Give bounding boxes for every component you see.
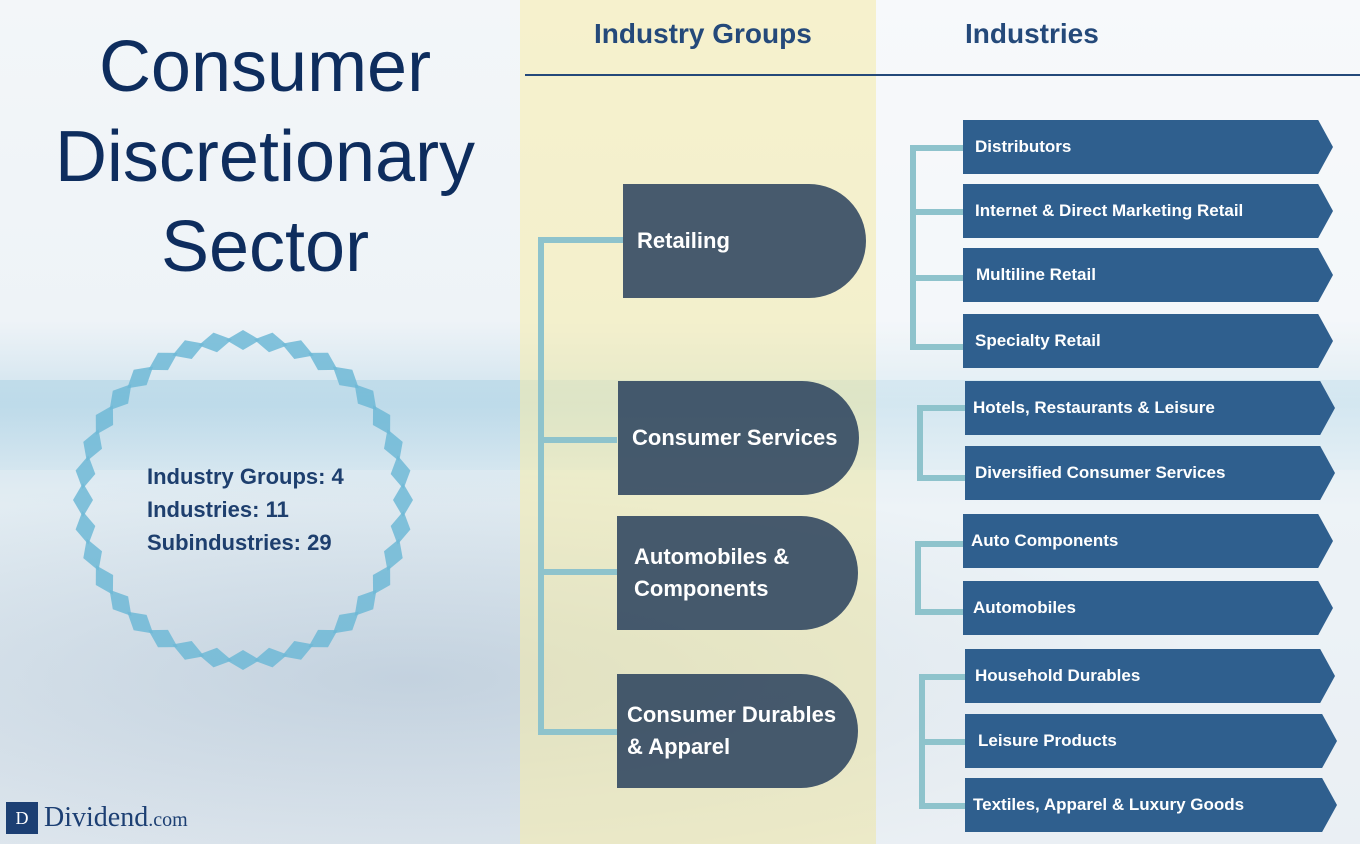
header-divider bbox=[525, 74, 1360, 76]
starburst-diamond bbox=[390, 511, 411, 545]
starburst-diamond bbox=[354, 589, 377, 616]
stat-subindustries: Subindustries: 29 bbox=[147, 530, 332, 555]
starburst-badge bbox=[73, 330, 413, 670]
sector-stats: Industry Groups: 4 Industries: 11 Subind… bbox=[147, 460, 344, 559]
title-line-2: Discretionary bbox=[54, 117, 476, 197]
industry-diversified-consumer-services: Diversified Consumer Services bbox=[965, 446, 1335, 500]
industry-hotels-restaurants-leisure: Hotels, Restaurants & Leisure bbox=[965, 381, 1335, 435]
starburst-diamond bbox=[75, 455, 96, 489]
starburst-diamond bbox=[109, 589, 132, 616]
starburst-diamond bbox=[127, 366, 154, 389]
group-consumer-durables-apparel: Consumer Durables & Apparel bbox=[617, 674, 858, 788]
starburst-diamond bbox=[95, 565, 114, 595]
title-line-3: Sector bbox=[160, 207, 370, 287]
durables-bracket-connector bbox=[919, 674, 965, 809]
retailing-bracket-connector bbox=[910, 145, 963, 350]
starburst-diamond bbox=[148, 629, 178, 648]
industry-automobiles: Automobiles bbox=[963, 581, 1333, 635]
industries-header: Industries bbox=[965, 18, 1099, 49]
industry-distributors: Distributors bbox=[963, 120, 1333, 174]
starburst-diamond bbox=[83, 538, 102, 571]
starburst-diamond bbox=[332, 366, 359, 389]
stat-industries: Industries: 11 bbox=[147, 497, 289, 522]
industry-auto-components: Auto Components bbox=[963, 514, 1333, 568]
services-bracket-connector bbox=[917, 405, 965, 481]
starburst-diamond bbox=[254, 647, 288, 668]
industry-multiline-retail: Multiline Retail bbox=[963, 248, 1333, 302]
industry-specialty-retail: Specialty Retail bbox=[963, 314, 1333, 368]
starburst-diamond bbox=[198, 332, 232, 353]
starburst-diamond bbox=[308, 629, 338, 648]
group-label-line-2: & Apparel bbox=[627, 734, 731, 759]
starburst-diamond bbox=[354, 384, 377, 411]
starburst-diamond bbox=[83, 429, 102, 462]
logo-tld: .com bbox=[148, 809, 188, 831]
starburst-diamond bbox=[75, 511, 96, 545]
starburst-diamond bbox=[148, 352, 178, 371]
starburst-diamond bbox=[172, 340, 205, 359]
logo-name: Dividend bbox=[44, 802, 149, 833]
starburst-diamond bbox=[109, 384, 132, 411]
starburst-diamond bbox=[226, 330, 260, 350]
starburst-diamond bbox=[393, 483, 413, 517]
starburst-diamond bbox=[254, 332, 288, 353]
autos-bracket-connector bbox=[915, 541, 963, 615]
starburst-diamond bbox=[172, 641, 205, 660]
industry-textiles-apparel-luxury-goods: Textiles, Apparel & Luxury Goods bbox=[965, 778, 1337, 832]
starburst-diamond bbox=[281, 641, 314, 660]
group-label-line-2: Components bbox=[634, 576, 769, 601]
starburst-diamond bbox=[308, 352, 338, 371]
industry-internet-direct-marketing-retail: Internet & Direct Marketing Retail bbox=[963, 184, 1333, 238]
stat-industry-groups: Industry Groups: 4 bbox=[147, 464, 344, 489]
starburst-diamond bbox=[198, 647, 232, 668]
industry-leisure-products: Leisure Products bbox=[965, 714, 1337, 768]
starburst-diamond bbox=[390, 455, 411, 489]
starburst-diamond bbox=[372, 405, 391, 435]
starburst-diamond bbox=[95, 405, 114, 435]
starburst-diamond bbox=[372, 565, 391, 595]
group-retailing: Retailing bbox=[623, 184, 866, 298]
title-line-1: Consumer bbox=[98, 27, 432, 107]
group-bracket-connector bbox=[538, 237, 623, 735]
group-label-line-1: Consumer Durables bbox=[627, 702, 837, 727]
group-label-line-1: Automobiles & bbox=[634, 544, 790, 569]
industry-groups-header: Industry Groups bbox=[594, 18, 812, 49]
starburst-diamond bbox=[226, 650, 260, 670]
dividend-logo: D Dividend.com bbox=[6, 802, 188, 834]
logo-mark: D bbox=[6, 802, 38, 834]
starburst-diamond bbox=[281, 340, 314, 359]
logo-wordmark: Dividend.com bbox=[44, 802, 188, 834]
group-automobiles-components: Automobiles & Components bbox=[617, 516, 858, 630]
group-consumer-services: Consumer Services bbox=[618, 381, 859, 495]
starburst-diamond bbox=[332, 611, 359, 634]
group-label-line-1: Consumer Services bbox=[632, 425, 838, 450]
starburst-diamond bbox=[73, 483, 93, 517]
starburst-diamond bbox=[384, 538, 403, 571]
page-title: Consumer Discretionary Sector bbox=[10, 22, 520, 292]
group-label-line-1: Retailing bbox=[637, 228, 730, 253]
starburst-diamond bbox=[384, 429, 403, 462]
starburst-diamond bbox=[127, 611, 154, 634]
industry-household-durables: Household Durables bbox=[965, 649, 1335, 703]
